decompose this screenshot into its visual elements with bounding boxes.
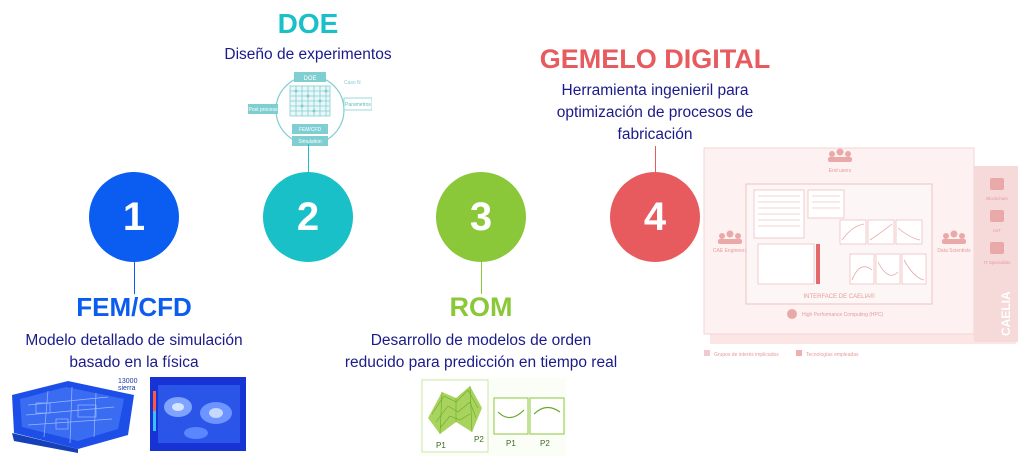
- twin-it-specialists-label: IT Specialists: [984, 260, 1011, 265]
- doe-parametros-label: Parametros: [345, 102, 371, 108]
- twin-caelia-vertical: CAELIA: [999, 291, 1013, 336]
- connector-line-4: [655, 146, 656, 174]
- step-number-1: 1: [122, 194, 146, 239]
- desc-line: Diseño de experimentos: [224, 46, 392, 63]
- desc-line: Desarrollo de modelos de orden: [370, 332, 592, 349]
- twin-legend-tech: Tecnologías empleadas: [806, 352, 859, 358]
- twin-cae-engineers: CAE Engineers: [713, 248, 748, 254]
- step-title-doe: DOE: [277, 8, 339, 39]
- connector-line-1: [134, 262, 135, 294]
- rom-p1-label-right: P1: [506, 439, 516, 448]
- digital-twin-figure: End users CAE Engineers Data Scientists …: [703, 147, 1018, 358]
- desc-line: Modelo detallado de simulación: [25, 332, 243, 349]
- connector-line-2: [308, 144, 309, 174]
- twin-legend-groups: Grupos de interés implicados: [714, 352, 779, 358]
- rom-p2-label-right: P2: [540, 439, 550, 448]
- step-desc-gemelo-digital: Herramienta ingenieril para optimización…: [530, 80, 780, 146]
- twin-end-users: End users: [829, 168, 852, 174]
- desc-line: optimización de procesos de: [556, 104, 754, 121]
- twin-interface-label: INTERFACE DE CAELIA®: [803, 293, 875, 300]
- twin-data-scientists: Data Scientists: [937, 248, 971, 254]
- fem-label-value: 13000: [118, 378, 138, 385]
- doe-box-label: DOE: [303, 76, 316, 82]
- desc-line: basado en la física: [69, 354, 199, 371]
- doe-caso-n-label: Caso N: [344, 80, 361, 86]
- step-desc-fem-cfd: Modelo detallado de simulación basado en…: [0, 330, 268, 374]
- desc-line: reducido para predicción en tiempo real: [344, 354, 618, 371]
- step-circle-3: 3: [436, 172, 526, 262]
- desc-line: fabricación: [617, 126, 693, 143]
- step-circle-2: 2: [263, 172, 353, 262]
- twin-hpc-label: High Performance Computing (HPC): [802, 312, 883, 318]
- step-number-3: 3: [469, 194, 493, 239]
- connector-line-3: [481, 262, 482, 294]
- doe-diagram: DOE Post process Parametros Caso N FEM/C…: [248, 72, 372, 146]
- twin-iiot-label: IIoT: [993, 228, 1001, 233]
- doe-post-process-label: Post process: [249, 107, 278, 113]
- step-number-2: 2: [296, 194, 320, 239]
- step-circle-4: 4: [610, 172, 700, 262]
- step-number-4: 4: [643, 194, 667, 239]
- step-title-fem-cfd: FEM/CFD: [76, 292, 192, 322]
- rom-p2-label-left: P2: [474, 435, 484, 444]
- step-desc-doe: Diseño de experimentos: [198, 44, 418, 66]
- doe-fem-label: FEM/CFD: [299, 127, 322, 133]
- step-circle-1: 1: [89, 172, 179, 262]
- step-title-rom: ROM: [449, 292, 513, 322]
- step-desc-rom: Desarrollo de modelos de orden reducido …: [330, 330, 632, 374]
- cfd-contour-image: [150, 377, 246, 451]
- twin-blockchain-label: Blockchain: [986, 196, 1008, 201]
- rom-figure: P1 P2 P1 P2: [420, 378, 566, 456]
- step-title-gemelo-digital: GEMELO DIGITAL: [539, 44, 771, 74]
- fem-label-word: sierra: [118, 385, 136, 392]
- fem-mesh-image: 13000 sierra: [12, 378, 138, 453]
- desc-line: Herramienta ingenieril para: [561, 82, 749, 99]
- rom-p1-label-left: P1: [436, 441, 446, 450]
- doe-simulation-label: Simulation: [298, 139, 322, 145]
